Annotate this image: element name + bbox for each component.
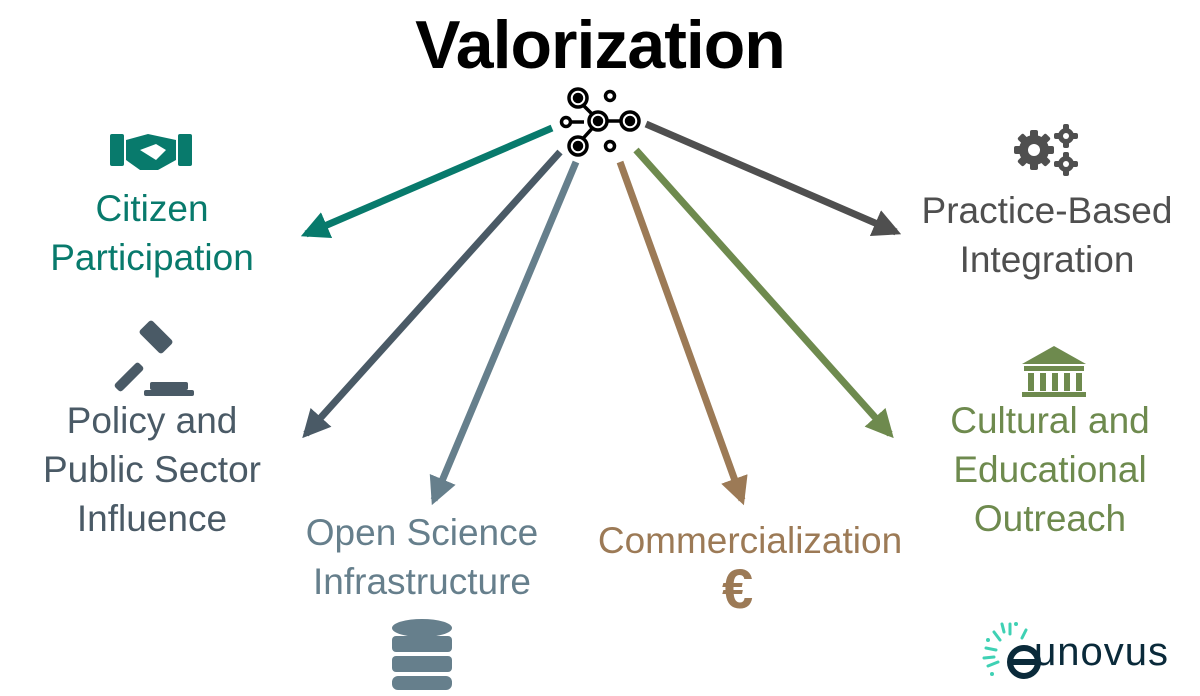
arrow-cultural xyxy=(633,147,894,439)
handshake-icon xyxy=(110,134,192,170)
label-line: Participation xyxy=(50,237,254,278)
label-citizen-participation: Citizen Participation xyxy=(30,184,274,282)
arrow-practice xyxy=(644,120,902,236)
arrow-policy xyxy=(302,149,563,439)
label-line: Commercialization xyxy=(597,520,903,561)
label-line: Infrastructure xyxy=(313,561,531,602)
museum-icon xyxy=(1022,346,1086,397)
label-line: Cultural and xyxy=(950,400,1150,441)
label-policy: Policy and Public Sector Influence xyxy=(24,396,280,543)
eunovus-logo xyxy=(982,622,1041,679)
label-open-science: Open Science Infrastructure xyxy=(284,508,560,606)
arrow-open-science xyxy=(429,160,580,506)
arrow-citizen-participation xyxy=(300,124,554,238)
label-line: Open Science xyxy=(305,512,539,553)
label-practice: Practice-Based Integration xyxy=(900,186,1194,284)
network-icon xyxy=(559,87,641,157)
label-commercialization: Commercialization xyxy=(570,516,930,565)
gavel-icon xyxy=(114,320,194,396)
label-line: Practice-Based xyxy=(921,190,1173,231)
label-line: Citizen xyxy=(95,188,209,229)
label-line: Outreach xyxy=(973,498,1127,539)
arrow-commercialization xyxy=(616,160,748,506)
label-line: Integration xyxy=(959,239,1135,280)
database-icon xyxy=(392,619,452,690)
eunovus-logo-text: unovus xyxy=(1034,630,1169,674)
label-cultural: Cultural and Educational Outreach xyxy=(920,396,1180,543)
label-line: Influence xyxy=(76,498,228,539)
label-line: Educational xyxy=(953,449,1147,490)
euro-icon: € xyxy=(722,557,754,620)
gears-icon xyxy=(1014,124,1078,176)
diagram-title: Valorization xyxy=(415,7,786,83)
label-line: Policy and xyxy=(66,400,238,441)
label-line: Public Sector xyxy=(43,449,261,490)
